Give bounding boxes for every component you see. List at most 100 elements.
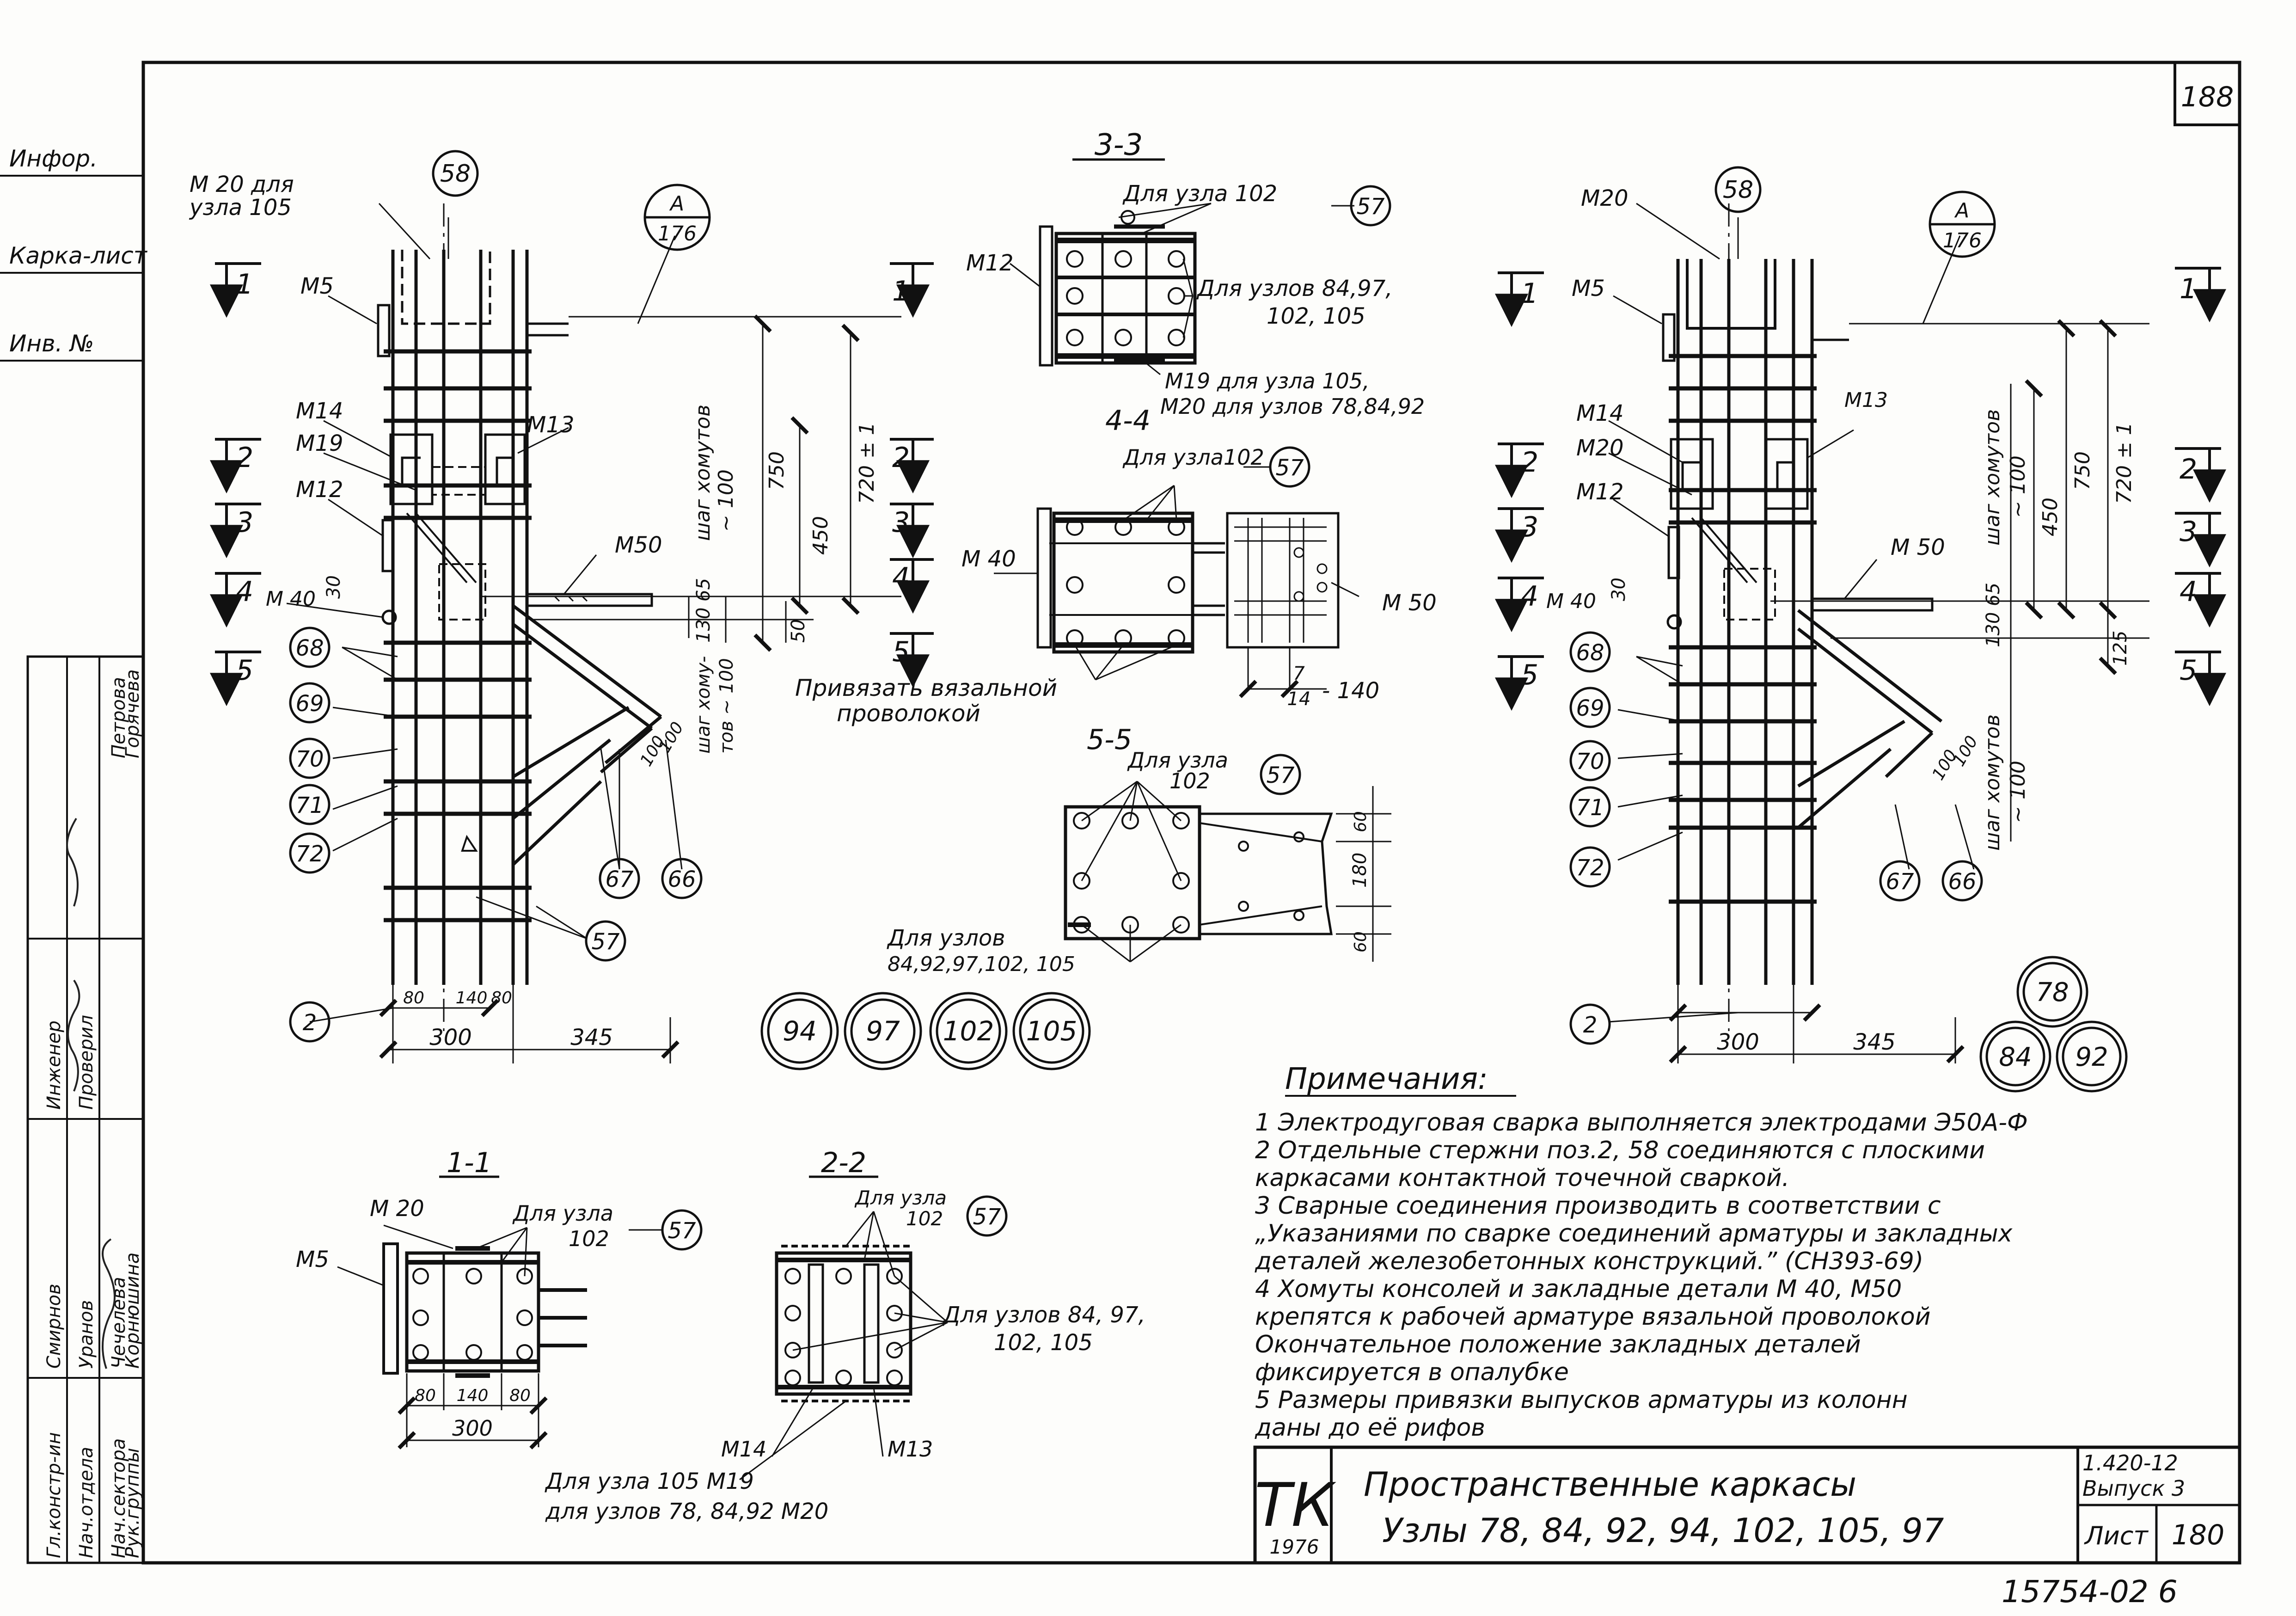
s33-note-1: М19 для узла 105,	[1165, 369, 1370, 393]
tk-year: 1976	[1270, 1536, 1319, 1558]
s33-m12: М12	[966, 250, 1014, 276]
ln-callout-70: 70	[295, 746, 324, 772]
s44-callout: 57	[1275, 455, 1304, 481]
ln-shag-4: шаг хому-	[693, 656, 714, 754]
rn-sec-l1: 1	[1521, 277, 1538, 310]
rn-callout-58: 58	[1723, 176, 1753, 204]
ln-callout-57: 57	[591, 929, 620, 955]
ln-section-5: 5	[236, 654, 253, 687]
node-92: 92	[2075, 1042, 2108, 1072]
ln-callout-58: 58	[440, 160, 471, 188]
s44-frac-value: - 140	[1322, 678, 1379, 704]
s55-nodes-1: Для узлов	[887, 925, 1005, 951]
note-line: Окончательное положение закладных детале…	[1255, 1331, 1861, 1358]
s22-nodes-2: 102, 105	[994, 1330, 1093, 1356]
section-3-3-drawing	[890, 158, 1391, 375]
signatures	[66, 817, 116, 1369]
ln-m20-label-b: узла 105	[189, 195, 292, 221]
ln-dim-750: 750	[765, 451, 789, 490]
rn-callout-69: 69	[1576, 695, 1604, 721]
rn-dim-125: 125	[2110, 631, 2131, 666]
ln-dim-80a: 80	[403, 989, 424, 1008]
ln-section-4: 4	[236, 576, 253, 608]
node-group-b-labels: 78 84 92	[1999, 977, 2108, 1072]
ln-dim-80b: 80	[491, 989, 512, 1008]
section-5-5-drawing	[1064, 754, 1391, 963]
s55-d60a: 60	[1351, 811, 1370, 832]
s44-m40: М 40	[961, 546, 1016, 572]
sig-role-6: Проверил	[76, 1015, 97, 1110]
ln-m12-label: М12	[296, 477, 343, 503]
ln-callout-2: 2	[303, 1010, 317, 1036]
note-line: 1 Электродуговая сварка выполняется элек…	[1255, 1109, 2028, 1137]
ln-m40-label: М 40	[266, 587, 316, 611]
s33-nodes-2: 102, 105	[1267, 303, 1365, 329]
sig-name-6: Горячева	[122, 669, 143, 758]
note-line: фиксируется в опалубке	[1255, 1358, 1569, 1386]
ln-dim-450: 450	[809, 516, 833, 555]
s44-tie-1: Привязать вязальной	[795, 675, 1057, 701]
s44-mark-4: 4	[892, 562, 910, 594]
section-3-3-labels: 3-3 Для узла 102 57 М12 Для узлов 84,97,…	[892, 128, 1425, 419]
rn-dim-750: 750	[2071, 451, 2094, 490]
s33-node-label: Для узла 102	[1122, 181, 1277, 207]
sig-role-4: Рук.группы	[122, 1448, 143, 1558]
rn-callout-2: 2	[1583, 1012, 1598, 1038]
s44-mark-3: 3	[892, 506, 910, 539]
node-97: 97	[866, 1015, 900, 1047]
rn-shag-3: 130 65	[1983, 583, 2004, 647]
sheet-number: 180	[2172, 1519, 2225, 1551]
note-line: 4 Хомуты консолей и закладные детали М 4…	[1255, 1275, 1902, 1303]
rn-callout-70: 70	[1576, 749, 1604, 774]
left-margin	[0, 175, 145, 1564]
right-node-drawing	[1495, 166, 2226, 1063]
rn-shag-5: ~ 100	[2006, 761, 2030, 823]
s11-title: 1-1	[447, 1147, 492, 1179]
rn-dim-30: 30	[1608, 578, 1629, 601]
note-line: даны до её рифов	[1255, 1414, 1485, 1442]
ln-dim-30: 30	[323, 575, 344, 599]
ln-dim-50: 50	[788, 619, 809, 643]
s22-callout: 57	[973, 1204, 1001, 1230]
s11-node-1: Для узла	[512, 1201, 613, 1226]
sig-name-5: Петрова	[108, 677, 129, 758]
ln-shag-2: ~ 100	[714, 469, 738, 532]
tk-logo: ТК	[1255, 1470, 1336, 1540]
rn-sec-r4: 4	[2180, 576, 2197, 608]
s11-d80b: 80	[509, 1386, 531, 1405]
rn-sec-l4: 4	[1521, 580, 1538, 613]
node-group-a	[760, 992, 1091, 1070]
rn-dim-450: 450	[2039, 498, 2062, 536]
s55-callout: 57	[1266, 762, 1295, 788]
node-84: 84	[1999, 1042, 2032, 1072]
rn-callout-66: 66	[1948, 869, 1976, 895]
s33-callout: 57	[1356, 194, 1385, 220]
s44-mark-2: 2	[892, 442, 910, 474]
ln-dim-720: 720 ± 1	[855, 422, 879, 504]
ln-m13-label: М13	[527, 412, 575, 438]
series-code: 1.420-12	[2082, 1450, 2178, 1475]
ln-callout-69: 69	[295, 691, 324, 717]
ln-dim-300: 300	[429, 1025, 472, 1051]
rn-callout-72: 72	[1576, 855, 1604, 881]
s22-node-1: Для узла	[854, 1186, 947, 1209]
s44-frac-top: 7	[1293, 663, 1305, 684]
s33-nodes-1: Для узлов 84,97,	[1196, 276, 1393, 301]
notes-block: Примечания: 1 Электродуговая сварка выпо…	[1255, 1062, 2028, 1442]
s55-title: 5-5	[1087, 724, 1132, 756]
rn-m50-label: М 50	[1891, 535, 1945, 560]
margin-label-3: Инв. №	[9, 330, 94, 357]
rn-m40-label: М 40	[1546, 590, 1596, 613]
s11-d140: 140	[457, 1386, 489, 1405]
ln-section-1: 1	[236, 268, 253, 301]
note-line: деталей железобетонных конструкций.” (СН…	[1255, 1247, 1923, 1275]
s33-mark: 1	[892, 275, 910, 307]
s55-nodes-2: 84,92,97,102, 105	[888, 952, 1075, 976]
sig-role-3: Нач.сектора	[108, 1438, 129, 1558]
s55-node-2: 102	[1169, 768, 1210, 793]
s22-title: 2-2	[821, 1147, 866, 1179]
note-line: крепятся к рабочей арматуре вязальной пр…	[1255, 1303, 1930, 1331]
node-105: 105	[1026, 1015, 1078, 1047]
sheet-label: Лист	[2084, 1521, 2149, 1550]
